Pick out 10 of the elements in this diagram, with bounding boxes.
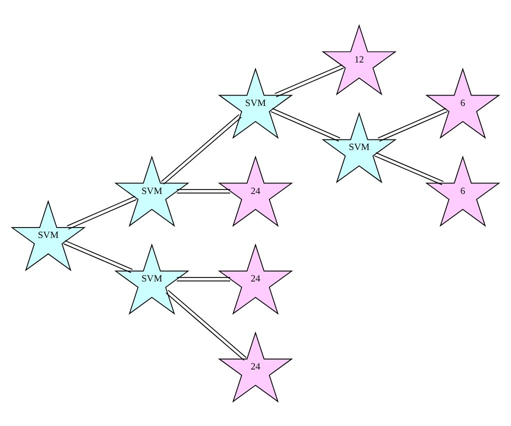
connector [160, 114, 242, 184]
connector [274, 64, 344, 97]
connector [166, 289, 247, 360]
connector [374, 152, 444, 185]
connector [63, 240, 133, 273]
connector [176, 188, 231, 193]
connector [270, 108, 341, 142]
connector [66, 195, 137, 230]
connector [176, 276, 231, 281]
connector [378, 108, 448, 142]
